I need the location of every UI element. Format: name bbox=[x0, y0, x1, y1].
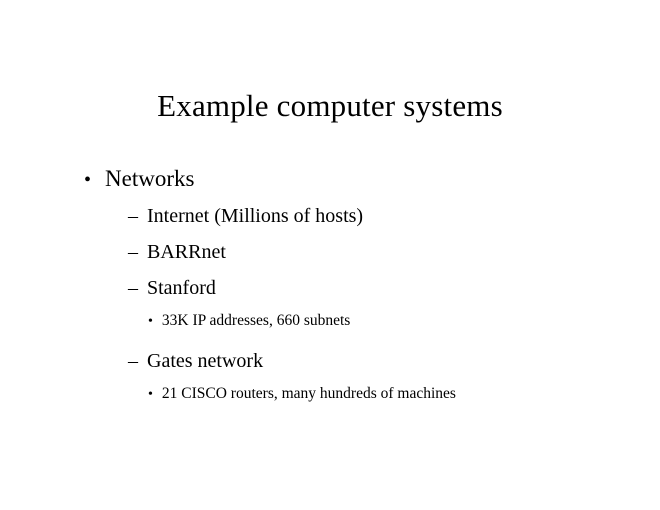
bullet-text: Stanford bbox=[147, 277, 216, 299]
dash-marker: – bbox=[128, 350, 138, 372]
bullet-text: 33K IP addresses, 660 subnets bbox=[161, 312, 351, 329]
bullet-text: Gates network bbox=[147, 350, 264, 372]
dash-marker: – bbox=[128, 241, 138, 263]
bullet-marker: • bbox=[148, 387, 153, 402]
bullet-item-stanford: – Stanford bbox=[0, 277, 660, 300]
dash-marker: – bbox=[128, 205, 138, 227]
bullet-marker: • bbox=[84, 169, 92, 191]
bullet-item-gates-detail: • 21 CISCO routers, many hundreds of mac… bbox=[0, 385, 660, 403]
bullet-text: 21 CISCO routers, many hundreds of machi… bbox=[161, 385, 456, 402]
bullet-text: Networks bbox=[105, 166, 195, 191]
bullet-item-internet: – Internet (Millions of hosts) bbox=[0, 205, 660, 228]
slide-title: Example computer systems bbox=[157, 88, 503, 123]
bullet-item-networks: • Networks bbox=[0, 166, 660, 192]
bullet-text: Internet (Millions of hosts) bbox=[147, 205, 364, 227]
bullet-text: BARRnet bbox=[147, 241, 226, 263]
bullet-item-stanford-detail: • 33K IP addresses, 660 subnets bbox=[0, 312, 660, 330]
bullet-marker: • bbox=[148, 314, 153, 329]
bullet-item-gates-network: – Gates network bbox=[0, 350, 660, 373]
bullet-item-barrnet: – BARRnet bbox=[0, 241, 660, 264]
dash-marker: – bbox=[128, 277, 138, 299]
